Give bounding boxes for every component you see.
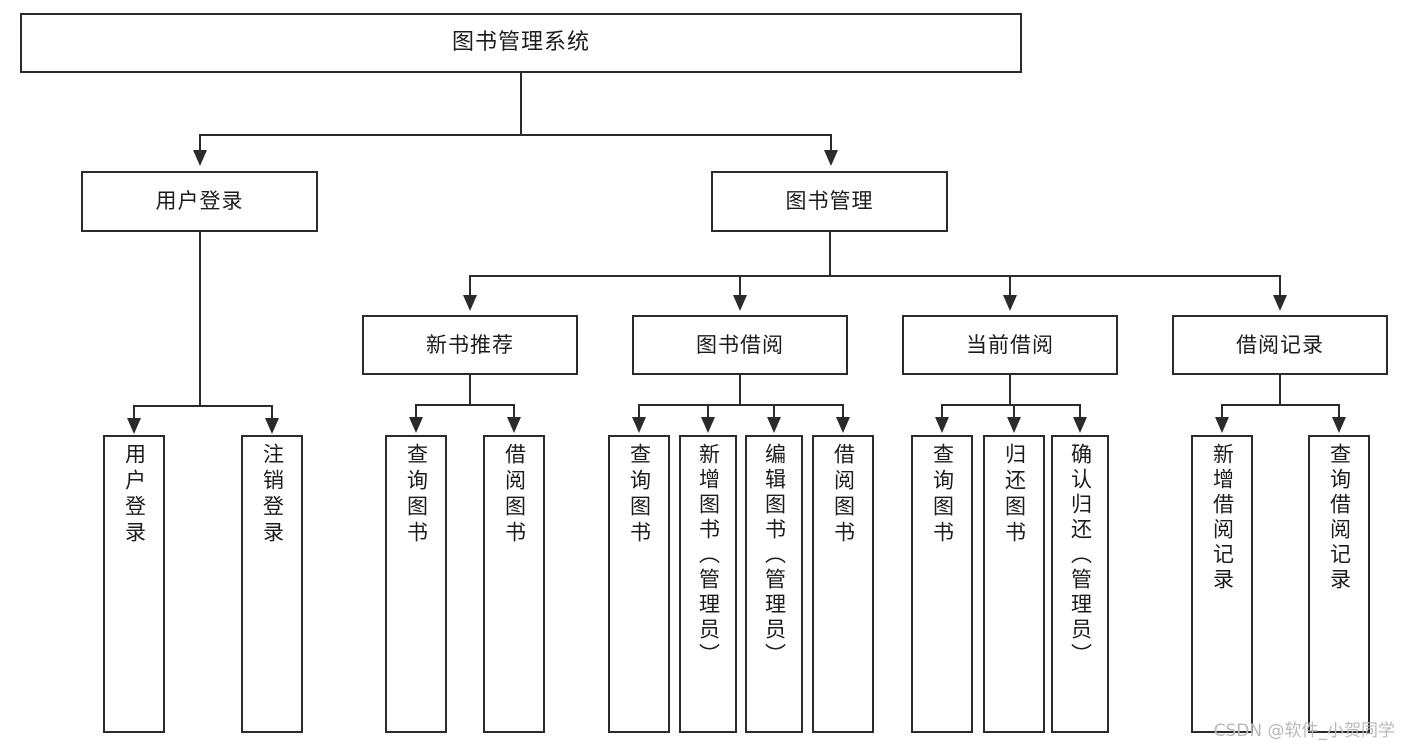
node-leaf-query-borrow-record-label: 查询借阅记录 [1327,443,1352,593]
node-leaf-user-logout[interactable]: 注销登录 [241,435,303,733]
connector-br-leaf-2 [1338,404,1340,418]
arrow-bb-leaf-2 [701,417,715,433]
node-leaf-add-borrow-record[interactable]: 新增借阅记录 [1191,435,1253,733]
connector-to-borrow-record [1279,275,1281,296]
node-leaf-borrow-book[interactable]: 借阅图书 [812,435,874,733]
connector-bb-leaf-3 [773,404,775,418]
arrow-user-login-to-leaf-2 [265,418,279,434]
arrow-br-leaf-2 [1332,417,1346,433]
connector-bb-leaf-4 [842,404,844,418]
node-leaf-user-login[interactable]: 用户登录 [103,435,165,733]
connector-user-login-to-leaf-2 [271,405,273,419]
node-leaf-query-book-recommend[interactable]: 查询图书 [385,435,447,733]
arrow-nbr-leaf-2 [507,417,521,433]
node-leaf-query-book-current-label: 查询图书 [930,443,955,547]
node-leaf-edit-book[interactable]: 编辑图书（管理员） [745,435,803,733]
connector-borrow-record-bus [1221,404,1339,406]
arrow-user-login-to-leaf-1 [127,418,141,434]
node-leaf-confirm-return-label: 确认归还（管理员） [1068,443,1093,668]
arrow-bb-leaf-1 [632,417,646,433]
node-leaf-query-book-borrow[interactable]: 查询图书 [608,435,670,733]
node-leaf-return-book[interactable]: 归还图书 [983,435,1045,733]
node-book-borrow[interactable]: 图书借阅 [632,315,848,375]
arrow-cb-leaf-2 [1007,417,1021,433]
node-book-manage[interactable]: 图书管理 [711,171,948,232]
connector-user-login-bus [133,405,272,407]
connector-br-leaf-1 [1221,404,1223,418]
node-leaf-query-borrow-record[interactable]: 查询借阅记录 [1308,435,1370,733]
node-leaf-borrow-book-recommend[interactable]: 借阅图书 [483,435,545,733]
connector-cb-leaf-3 [1079,404,1081,418]
node-leaf-edit-book-label: 编辑图书（管理员） [762,443,787,668]
connector-nbr-leaf-2 [513,404,515,418]
node-new-book-recommend[interactable]: 新书推荐 [362,315,578,375]
arrow-to-borrow-record [1273,295,1287,311]
arrow-to-new-book-rec [463,295,477,311]
node-root-label: 图书管理系统 [451,30,590,56]
connector-bb-leaf-2 [707,404,709,418]
connector-root-to-user-login [199,134,201,152]
node-leaf-borrow-book-recommend-label: 借阅图书 [502,443,527,547]
csdn-watermark: CSDN @软件_小贺同学 [1213,721,1395,741]
connector-user-login-stem [199,232,201,406]
node-leaf-add-book[interactable]: 新增图书（管理员） [679,435,737,733]
node-leaf-user-logout-label: 注销登录 [260,443,285,547]
arrow-root-to-book-manage [824,150,838,166]
node-book-manage-label: 图书管理 [785,189,874,214]
connector-root-to-book-manage [830,134,832,152]
arrow-bb-leaf-3 [767,417,781,433]
arrow-to-current-borrow [1003,295,1017,311]
connector-to-book-borrow [739,275,741,296]
node-leaf-user-login-label: 用户登录 [122,443,147,547]
connector-nbr-leaf-1 [415,404,417,418]
node-book-borrow-label: 图书借阅 [696,332,784,357]
node-leaf-return-book-label: 归还图书 [1002,443,1027,547]
node-current-borrow-label: 当前借阅 [966,332,1054,357]
node-leaf-add-book-label: 新增图书（管理员） [696,443,721,668]
node-borrow-record[interactable]: 借阅记录 [1172,315,1388,375]
connector-to-current-borrow [1009,275,1011,296]
connector-cb-leaf-2 [1013,404,1015,418]
connector-book-manage-stem [829,232,831,276]
node-leaf-query-book-current[interactable]: 查询图书 [911,435,973,733]
node-user-login[interactable]: 用户登录 [81,171,318,232]
connector-current-borrow-bus [941,404,1080,406]
connector-borrow-record-stem [1279,375,1281,405]
connector-current-borrow-stem [1009,375,1011,405]
connector-bb-leaf-1 [638,404,640,418]
connector-new-book-rec-bus [415,404,514,406]
arrow-br-leaf-1 [1215,417,1229,433]
connector-book-borrow-stem [739,375,741,405]
node-current-borrow[interactable]: 当前借阅 [902,315,1118,375]
node-new-book-recommend-label: 新书推荐 [426,332,514,357]
node-leaf-add-borrow-record-label: 新增借阅记录 [1210,443,1235,593]
connector-cb-leaf-1 [941,404,943,418]
arrow-cb-leaf-3 [1073,417,1087,433]
node-root[interactable]: 图书管理系统 [20,13,1022,73]
arrow-cb-leaf-1 [935,417,949,433]
arrow-to-book-borrow [733,295,747,311]
connector-user-login-to-leaf-1 [133,405,135,419]
connector-to-new-book-rec [469,275,471,296]
connector-new-book-rec-stem [469,375,471,405]
connector-root-stem [520,73,522,135]
node-borrow-record-label: 借阅记录 [1236,332,1324,357]
connector-root-bus [199,134,832,136]
node-user-login-label: 用户登录 [155,189,244,214]
node-leaf-query-book-borrow-label: 查询图书 [627,443,652,547]
node-leaf-borrow-book-label: 借阅图书 [831,443,856,547]
arrow-root-to-user-login [193,150,207,166]
arrow-bb-leaf-4 [836,417,850,433]
connector-book-borrow-bus [638,404,843,406]
connector-book-manage-bus [469,275,1281,277]
node-leaf-query-book-recommend-label: 查询图书 [404,443,429,547]
arrow-nbr-leaf-1 [409,417,423,433]
node-leaf-confirm-return[interactable]: 确认归还（管理员） [1051,435,1109,733]
